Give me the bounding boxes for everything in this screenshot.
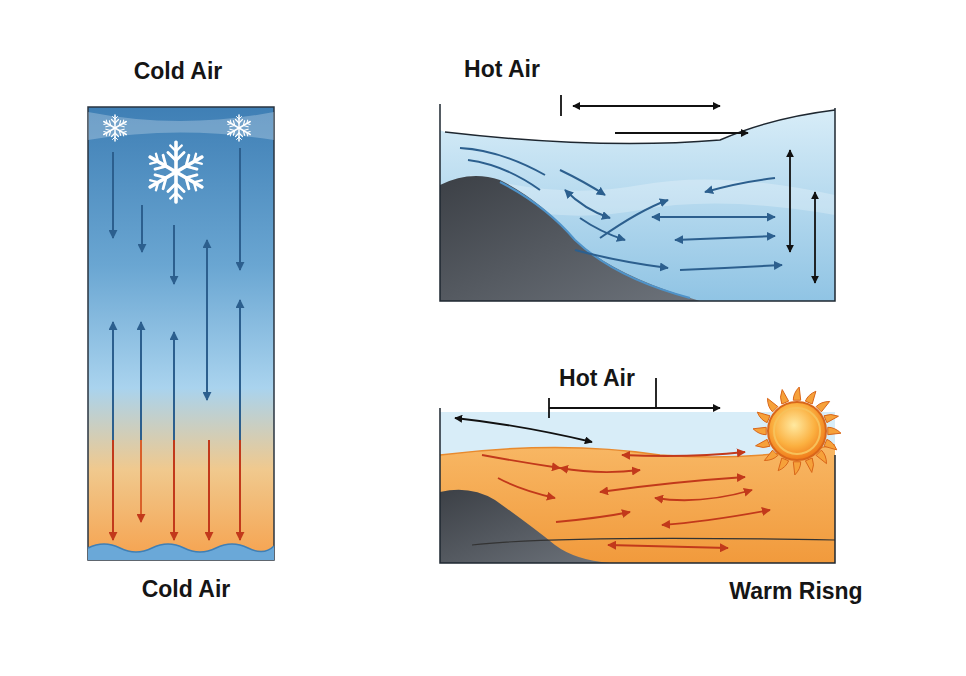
water-surface bbox=[445, 110, 835, 144]
warm-water-panel bbox=[440, 378, 841, 563]
illustration-part bbox=[455, 418, 592, 442]
illustration-part bbox=[206, 240, 208, 400]
sun-ray bbox=[824, 439, 837, 449]
illustration-part bbox=[768, 402, 826, 460]
illustration-part bbox=[472, 538, 835, 545]
warm-water bbox=[440, 445, 835, 563]
illustration-part bbox=[88, 544, 274, 552]
illustration-part bbox=[600, 477, 745, 492]
illustration-part bbox=[814, 192, 816, 283]
illustration-part bbox=[549, 407, 720, 409]
sun-ray bbox=[824, 415, 838, 423]
panel-caption: Warm Risng bbox=[729, 578, 862, 606]
sun-ray bbox=[805, 458, 813, 472]
illustration-part bbox=[789, 150, 791, 252]
illustration-part bbox=[556, 512, 630, 522]
sun-ray bbox=[753, 427, 766, 434]
panel-caption: Cold Air bbox=[142, 576, 231, 604]
illustration-part bbox=[655, 378, 657, 408]
illustration-part bbox=[208, 440, 210, 540]
illustration-part bbox=[600, 200, 668, 238]
illustration-part bbox=[498, 478, 555, 498]
air-arrows bbox=[113, 148, 240, 540]
illustration-part bbox=[675, 236, 775, 240]
illustration-part bbox=[655, 490, 752, 500]
illustration-part bbox=[88, 107, 274, 560]
illustration-part bbox=[239, 300, 241, 440]
illustration-part bbox=[608, 545, 728, 548]
illustration-part bbox=[565, 190, 610, 218]
illustration-part bbox=[239, 440, 241, 540]
cold-column-panel bbox=[88, 107, 274, 560]
sun-ray bbox=[781, 390, 789, 404]
sun-ray bbox=[778, 458, 788, 471]
illustration-part bbox=[560, 468, 640, 472]
illustration-part bbox=[140, 440, 142, 522]
illustration-part bbox=[440, 408, 835, 563]
rock-slope bbox=[440, 176, 700, 301]
sun-ray bbox=[805, 391, 815, 404]
illustration-part bbox=[239, 148, 241, 270]
illustration-part bbox=[112, 440, 114, 540]
illustration-part bbox=[573, 105, 720, 107]
illustration-part bbox=[141, 205, 143, 252]
illustration-part bbox=[88, 112, 274, 140]
illustration-part bbox=[468, 160, 540, 190]
illustration-part bbox=[622, 452, 745, 456]
sun-ray bbox=[793, 387, 800, 400]
illustration-part bbox=[146, 142, 206, 202]
cool-water-panel bbox=[440, 95, 835, 301]
illustration-part bbox=[173, 225, 175, 284]
illustration-part bbox=[440, 104, 835, 301]
illustration-part bbox=[575, 250, 668, 268]
current-arrows bbox=[482, 452, 770, 548]
illustration-part bbox=[173, 332, 175, 440]
illustration-part bbox=[112, 152, 114, 238]
illustration-part bbox=[560, 95, 562, 116]
rock-slope bbox=[440, 490, 610, 563]
sun-ray bbox=[828, 427, 841, 434]
panel-heading: Hot Air bbox=[464, 56, 540, 84]
illustration-part bbox=[102, 115, 128, 141]
illustration-part bbox=[615, 132, 748, 134]
illustration-part bbox=[680, 265, 782, 270]
water-surface bbox=[88, 544, 274, 560]
illustration-part bbox=[146, 142, 206, 202]
snowflake bbox=[102, 115, 252, 202]
illustration-part bbox=[662, 510, 770, 525]
illustration-part bbox=[112, 322, 114, 440]
illustration-part bbox=[146, 142, 206, 202]
illustration-part bbox=[206, 240, 208, 400]
sun-ray bbox=[793, 462, 800, 475]
illustration-part bbox=[482, 455, 560, 468]
measure-arrows bbox=[561, 95, 815, 283]
illustration-part bbox=[705, 178, 775, 192]
illustration-part bbox=[440, 108, 835, 301]
illustration-part bbox=[226, 115, 252, 141]
panel-heading: Hot Air bbox=[559, 365, 635, 393]
water-arrows bbox=[460, 148, 782, 270]
illustration-part bbox=[652, 216, 775, 218]
illustration-part bbox=[140, 322, 142, 440]
illustration-part bbox=[500, 182, 690, 298]
sun-ray bbox=[756, 439, 770, 447]
illustration-part bbox=[774, 408, 820, 454]
air-layer bbox=[440, 108, 835, 144]
sun-ray bbox=[757, 412, 770, 422]
illustration-part bbox=[173, 440, 175, 540]
panel-heading: Cold Air bbox=[134, 58, 223, 86]
sun bbox=[753, 387, 841, 475]
